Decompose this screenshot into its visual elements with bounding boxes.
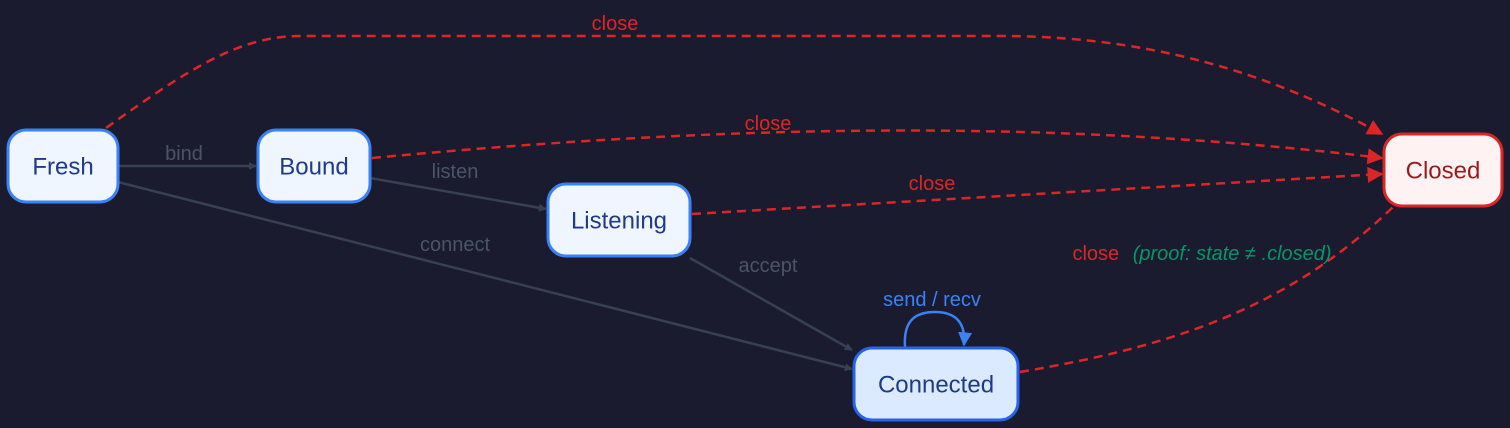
edge-send-recv-loop bbox=[903, 310, 973, 348]
edge-label-listen: listen bbox=[432, 161, 479, 183]
node-label-fresh: Fresh bbox=[32, 154, 93, 181]
edge-label-bind: bind bbox=[165, 143, 203, 165]
edge-listen bbox=[369, 176, 547, 212]
node-label-closed: Closed bbox=[1406, 158, 1481, 185]
edge-label-accept: accept bbox=[739, 255, 798, 277]
edge-connect bbox=[117, 180, 853, 372]
edge-close-fresh bbox=[105, 34, 1384, 136]
node-label-connected: Connected bbox=[878, 372, 994, 399]
edge-close-listening bbox=[691, 166, 1384, 216]
node-fresh: Fresh bbox=[6, 128, 120, 204]
edge-label-send-recv: send / recv bbox=[883, 289, 981, 311]
edge-label-close-fresh: close bbox=[592, 13, 639, 35]
node-closed: Closed bbox=[1382, 132, 1504, 208]
edge-label-connect: connect bbox=[420, 234, 490, 256]
node-bound: Bound bbox=[256, 128, 372, 204]
node-label-bound: Bound bbox=[279, 154, 348, 181]
node-label-listening: Listening bbox=[571, 208, 667, 235]
edge-close-connected bbox=[1019, 186, 1414, 374]
edge-close-bound bbox=[371, 129, 1384, 165]
node-connected: Connected bbox=[852, 346, 1020, 422]
proof-annotation: (proof: state ≠ .closed) bbox=[1133, 243, 1332, 265]
edge-label-close-bound: close bbox=[745, 113, 792, 135]
close-label: close bbox=[1072, 243, 1119, 265]
edge-label-close-connected: close (proof: state ≠ .closed) bbox=[1072, 243, 1331, 265]
edge-accept bbox=[689, 256, 853, 352]
edge-label-close-listening: close bbox=[909, 173, 956, 195]
node-listening: Listening bbox=[546, 182, 692, 258]
